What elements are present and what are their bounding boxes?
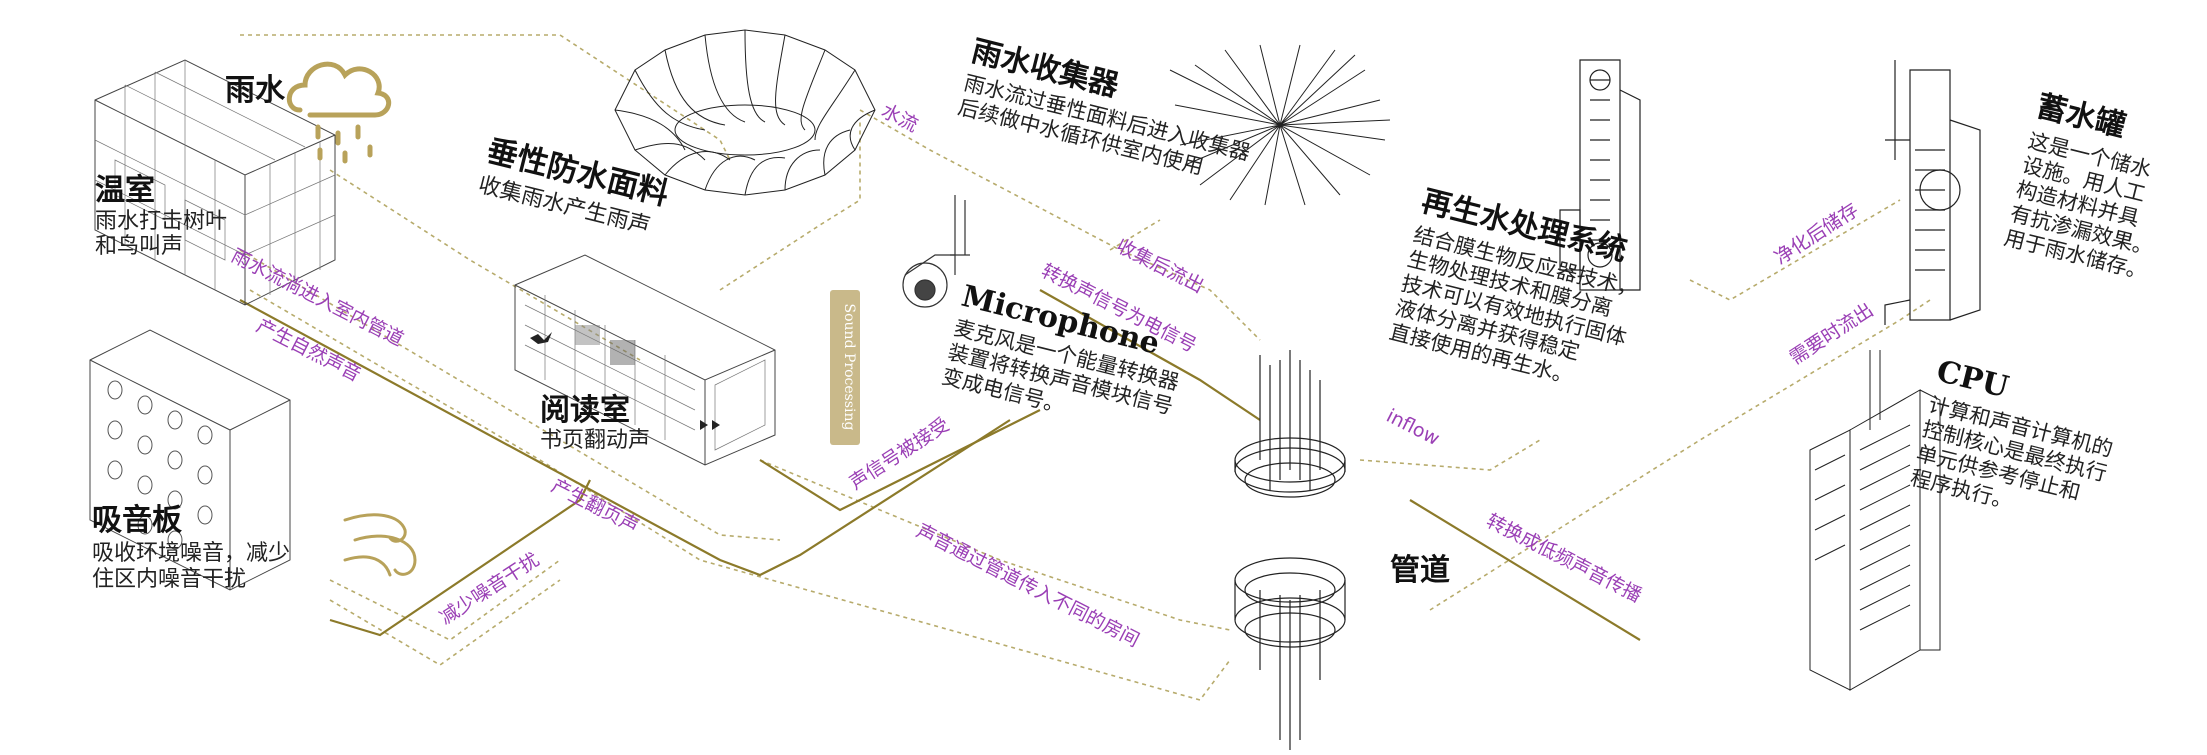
pipe-ring-lower-illustration xyxy=(1234,557,1346,750)
flow-label-collected-outflow: 收集后流出 xyxy=(1113,235,1208,298)
dashed-tank-down xyxy=(1899,299,1931,321)
flow-label-natural-sound: 产生自然声音 xyxy=(253,315,365,386)
rain-cloud-icon xyxy=(286,61,391,164)
dashed-greenhouse-to-collector xyxy=(240,34,731,161)
security-camera-icon xyxy=(902,195,970,308)
dashed-collector-to-regen xyxy=(1109,219,1161,251)
greenhouse-title: 温室 xyxy=(95,173,155,208)
absorber-desc-line-1: 吸收环境噪音，减少 xyxy=(92,541,290,566)
sound-processing-tag: Sound Processing xyxy=(830,290,860,445)
dashed-regen-inflow xyxy=(1359,439,1541,471)
dashed-absorber-lines xyxy=(329,559,561,641)
regen-unit-illustration xyxy=(1559,59,1641,291)
reading-room-illustration xyxy=(514,254,776,466)
drape-fabric-illustration xyxy=(614,29,876,196)
cpu-rack-illustration xyxy=(1809,350,1941,691)
absorber-desc-line-2: 住区内噪音干扰 xyxy=(92,567,246,592)
reading-title: 阅读室 xyxy=(540,393,630,428)
absorber-title: 吸音板 xyxy=(92,503,182,538)
olive-absorber-line xyxy=(329,479,591,637)
greenhouse-desc-line-2: 和鸟叫声 xyxy=(95,234,183,259)
connector-lines xyxy=(239,34,1931,701)
absorber-panel-illustration xyxy=(89,329,291,591)
reading-desc-line-1: 书页翻动声 xyxy=(540,428,650,453)
dashed-water-flow xyxy=(859,109,1261,341)
flow-label-sound-through-pipe: 声音通过管道传入不同的房间 xyxy=(913,520,1143,652)
rain-title: 雨水 xyxy=(225,73,286,108)
dashed-greenhouse-to-pipe xyxy=(239,249,781,541)
dashed-regen-to-tank xyxy=(1689,199,1901,301)
dashed-reading-to-pipe xyxy=(759,459,1231,631)
sound-processing-label: Sound Processing xyxy=(841,304,857,431)
flow-label-release-on-demand: 需要时流出 xyxy=(1786,299,1878,369)
dashed-main-low xyxy=(249,289,1231,701)
flow-label-purified-storage: 净化后储存 xyxy=(1771,199,1863,269)
flow-label-page-turn: 产生翻页声 xyxy=(548,475,643,538)
water-tank-illustration xyxy=(1884,60,1981,325)
olive-mic-line xyxy=(1039,289,1261,421)
flow-label-water-flow: 水流 xyxy=(878,100,922,137)
dashed-absorber-lines-2 xyxy=(329,579,561,666)
wind-icon xyxy=(343,513,417,577)
pipe-title: 管道 xyxy=(1390,553,1450,588)
greenhouse-desc-line-1: 雨水打击树叶 xyxy=(95,209,227,234)
olive-pipe-line xyxy=(1409,499,1641,641)
olive-main-line xyxy=(239,299,1011,577)
collector-starburst-illustration xyxy=(1169,44,1391,206)
greenhouse-illustration xyxy=(94,59,336,306)
dashed-pipe-to-tank xyxy=(1429,319,1901,611)
flow-label-inflow: inflow xyxy=(1383,405,1443,450)
bird-icon xyxy=(530,332,552,344)
pipe-ring-upper-illustration xyxy=(1234,350,1346,498)
play-icon xyxy=(700,420,720,430)
dashed-drape-to-waterflow xyxy=(719,120,861,291)
olive-reading-line xyxy=(759,409,1041,512)
flow-label-signal-received: 声信号被接受 xyxy=(846,414,954,495)
